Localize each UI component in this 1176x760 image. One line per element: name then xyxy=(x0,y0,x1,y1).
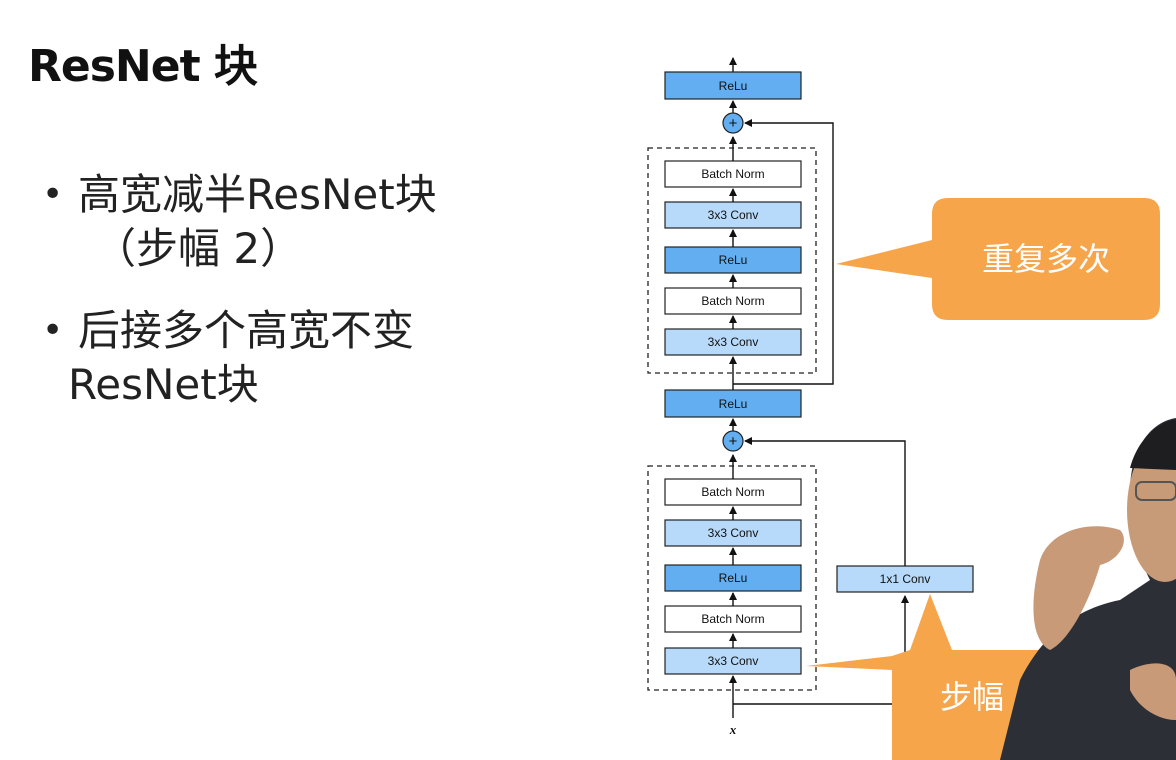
top-relu-label: ReLu xyxy=(719,79,748,93)
top-add-node xyxy=(722,112,744,134)
bullet-line: 高宽减半ResNet块 xyxy=(78,170,437,219)
upper-conv-2-box xyxy=(664,201,802,229)
middle-relu-box xyxy=(664,389,802,418)
shortcut-conv-label: 1x1 Conv xyxy=(880,572,931,586)
lower-block-container xyxy=(647,465,817,691)
lower-inner-relu-box xyxy=(664,564,802,592)
upper-inner-relu-box xyxy=(664,246,802,274)
repeat-callout xyxy=(836,198,1160,320)
bullet-line: ResNet块 xyxy=(68,360,259,409)
middle-relu-label: ReLu xyxy=(719,397,748,411)
lower-add-node xyxy=(722,430,744,452)
lower-inner-relu-label: ReLu xyxy=(719,571,748,585)
slide-title: ResNet 块 xyxy=(28,41,258,92)
bullet-line: 后接多个高宽不变 xyxy=(78,306,415,355)
bullet-list: • 高宽减半ResNet块 （步幅 2） • 后接多个高宽不变 ResNet块 xyxy=(40,168,500,440)
bullet-line: （步幅 2） xyxy=(94,224,303,273)
upper-batchnorm-1-label: Batch Norm xyxy=(701,294,764,308)
lower-conv-1-label: 3x3 Conv xyxy=(708,654,759,668)
upper-batchnorm-1-box xyxy=(664,287,802,315)
upper-conv-1-label: 3x3 Conv xyxy=(708,335,759,349)
upper-inner-relu-label: ReLu xyxy=(719,253,748,267)
top-add-symbol: + xyxy=(729,115,738,132)
lower-add-symbol: + xyxy=(729,433,738,450)
bullet-dot: • xyxy=(42,310,64,351)
presenter-video-overlay xyxy=(1000,418,1176,760)
upper-conv-2-label: 3x3 Conv xyxy=(708,208,759,222)
lower-batchnorm-1-box xyxy=(664,605,802,633)
upper-conv-1-box xyxy=(664,328,802,356)
shortcut-output-path xyxy=(744,437,906,566)
bullet-item: • 高宽减半ResNet块 （步幅 2） xyxy=(40,168,500,276)
bullet-dot: • xyxy=(42,174,64,215)
top-relu-box xyxy=(664,71,802,100)
repeat-callout-text: 重复多次 xyxy=(982,240,1110,278)
upper-block-container xyxy=(647,147,817,374)
shortcut-conv-box xyxy=(836,565,974,593)
lower-conv-2-label: 3x3 Conv xyxy=(708,526,759,540)
input-x-label: x xyxy=(729,722,737,737)
upper-batchnorm-2-box xyxy=(664,160,802,188)
bullet-item: • 后接多个高宽不变 ResNet块 xyxy=(40,304,500,412)
upper-batchnorm-2-label: Batch Norm xyxy=(701,167,764,181)
lower-batchnorm-2-label: Batch Norm xyxy=(701,485,764,499)
upper-skip-connection xyxy=(733,119,834,385)
lower-batchnorm-1-label: Batch Norm xyxy=(701,612,764,626)
stride-callout-text: 步幅 xyxy=(940,678,1004,716)
